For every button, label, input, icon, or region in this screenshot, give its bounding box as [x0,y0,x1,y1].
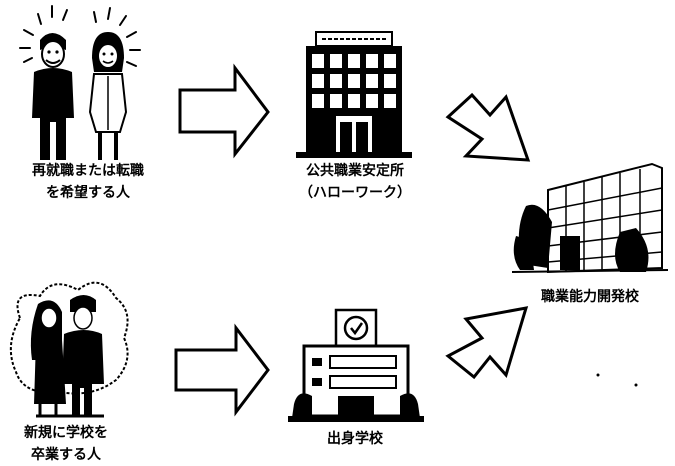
hello-work-label-line1: 公共職業安定所 [306,163,404,179]
graduates-icon [9,281,129,418]
school-campus-icon [511,162,669,274]
new-graduate-label-line2: 卒業する人 [31,447,101,463]
job-seeker-label-line2: を希望する人 [46,185,130,201]
outline-arrow-icon [178,63,270,159]
outline-arrow-icon [174,323,270,417]
couple-icon [19,5,141,160]
hello-work-label-line2: （ハローワーク） [299,185,411,201]
school-clock-icon [288,308,424,422]
job-seeker-label: 再就職または転職 を希望する人 [6,160,170,204]
vocational-school-label-text: 職業能力開発校 [541,289,639,305]
new-graduate-label-line1: 新規に学校を [24,425,108,441]
vocational-school-label: 職業能力開発校 [510,286,670,308]
hello-work-label: 公共職業安定所 （ハローワーク） [280,160,430,204]
office-building-icon [296,31,412,158]
outline-arrow-icon [445,92,531,162]
job-seeker-label-line1: 再就職または転職 [32,163,144,179]
outline-arrow-icon [445,306,529,380]
alma-mater-label: 出身学校 [300,428,410,450]
alma-mater-label-text: 出身学校 [327,431,383,447]
new-graduate-label: 新規に学校を 卒業する人 [0,422,132,466]
